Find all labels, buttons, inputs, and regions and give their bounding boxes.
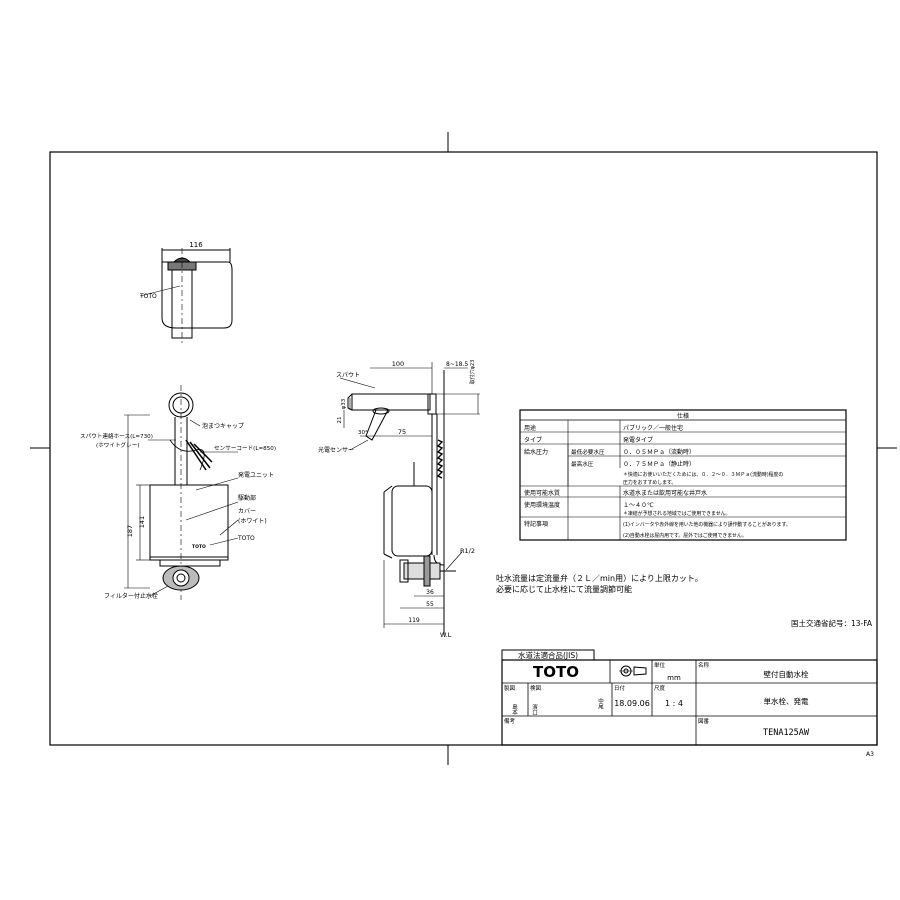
dim-phi33: φ33 <box>341 398 347 409</box>
spec-row-value: 圧力をおすすめします。 <box>623 479 676 486</box>
approver-stamp: 中尾 <box>597 697 604 711</box>
wall-line-label: W.L <box>440 631 452 639</box>
spec-table-title: 仕様 <box>677 412 689 420</box>
hose-label: スパウト連絡ホース(L=730) <box>80 432 153 440</box>
dim-55: 55 <box>426 601 434 608</box>
spec-row-value: (2)自動水栓は屋内用です。屋外ではご使用できません。 <box>623 532 747 539</box>
spec-row-value: ＊快適にお使いいただくためには、０．２〜０．３ＭＰａ(流動時)程度の <box>623 471 783 478</box>
top-view <box>139 248 233 345</box>
remark-label: 備考 <box>504 717 516 725</box>
certification-number: 国土交通省記号：13-FA <box>791 618 873 628</box>
unit-logo-mark: TOTO <box>192 544 206 550</box>
spec-row-sublabel: 最低必要水圧 <box>571 448 605 456</box>
spec-row-label: 使用可能水質 <box>524 489 560 497</box>
scale-label: 尺度 <box>654 684 666 692</box>
cap-label: 泡まつキャップ <box>202 422 244 430</box>
spout-label: スパウト <box>336 371 360 379</box>
spec-row-value: (1)インバータや赤外線を用いた他の機器により誤作動することがあります。 <box>623 521 791 528</box>
title-block-brand: TOTO <box>533 663 579 681</box>
spec-row-sublabel: 最高水圧 <box>571 460 594 468</box>
spec-row-value: パブリック／一般住宅 <box>623 424 683 432</box>
generator-label: 発電ユニット <box>238 471 274 479</box>
product-description: 単水栓、発電 <box>764 696 809 706</box>
spec-row-value: 水道水または飲用可能な井戸水 <box>623 489 707 497</box>
scale-value: 1 : 4 <box>665 699 683 708</box>
drawing-number: TENA125AW <box>763 728 810 738</box>
title-block <box>501 649 878 746</box>
dim-100: 100 <box>392 360 404 368</box>
product-name: 壁付自動水栓 <box>764 669 809 679</box>
front-unit-height-dim: 141 <box>138 516 146 528</box>
drawing-number-label: 図番 <box>698 718 710 725</box>
dim-21: 21 <box>337 417 343 424</box>
spec-row-label: 使用環境温度 <box>524 501 560 509</box>
top-view-brand-label: TOTO <box>139 293 157 300</box>
spec-row-value: ０．０５ＭＰａ（流動時） <box>623 448 695 456</box>
cover-label: カバー <box>238 508 256 515</box>
top-view-width-dim: 116 <box>189 241 203 249</box>
spec-table <box>519 409 847 541</box>
spec-row-value: ０．７５ＭＰａ（静止時） <box>623 460 695 468</box>
drive-label: 駆動部 <box>238 494 256 502</box>
unit-label: 単位 <box>654 661 666 669</box>
spec-row-value: 発電タイプ <box>623 436 653 444</box>
dim-30deg: 30° <box>358 430 368 436</box>
side-view <box>339 362 480 635</box>
front-total-height-dim: 187 <box>126 525 134 537</box>
flow-note-line1: 吐水流量は定流量弁（２Ｌ／min用）により上限カット。 <box>496 573 703 583</box>
checked-value: 濱口 <box>531 703 538 717</box>
dim-8-18: 8~18.5 <box>446 361 468 368</box>
spec-row-value: ＊凍結が予想される地域ではご使用できません。 <box>623 510 730 517</box>
date-value: 18.09.06 <box>614 699 650 708</box>
front-view <box>124 385 239 600</box>
spec-row-value: １〜４０℃ <box>623 502 654 509</box>
drawn-value: 島本 <box>511 703 518 717</box>
sheet-border <box>30 132 897 765</box>
spec-row-label: 給水圧力 <box>524 448 548 456</box>
sensor-cord-label: センサーコード(L=850) <box>214 445 276 452</box>
thread-label: R1/2 <box>460 547 475 555</box>
dim-75: 75 <box>398 428 406 436</box>
sensor-label: 光電センサー <box>318 446 354 454</box>
sheet-size-label: A3 <box>866 751 874 758</box>
spec-row-label: 用途 <box>524 424 536 432</box>
name-label: 名称 <box>698 661 710 669</box>
hose-color-label: (ホワイトグレー) <box>96 441 140 449</box>
checked-label: 検図 <box>530 684 542 692</box>
filter-valve-label: フィルター付止水栓 <box>104 592 158 600</box>
dim-36: 36 <box>426 589 434 596</box>
date-label: 日付 <box>614 684 626 692</box>
dim-wall-hole: 取付穴φ23 <box>469 360 476 385</box>
spec-row-label: タイプ <box>524 436 542 444</box>
unit-value: mm <box>667 674 681 682</box>
drawn-label: 製図 <box>504 684 516 692</box>
flow-note-line2: 必要に応じて止水栓にて流量調節可能 <box>496 584 632 594</box>
dim-119: 119 <box>408 617 420 624</box>
jis-label: 水道法適合品(JIS) <box>518 650 578 660</box>
cover-color-label: (ホワイト) <box>238 518 267 525</box>
spec-row-label: 特記事項 <box>524 520 548 528</box>
front-brand-label: TOTO <box>237 535 255 542</box>
